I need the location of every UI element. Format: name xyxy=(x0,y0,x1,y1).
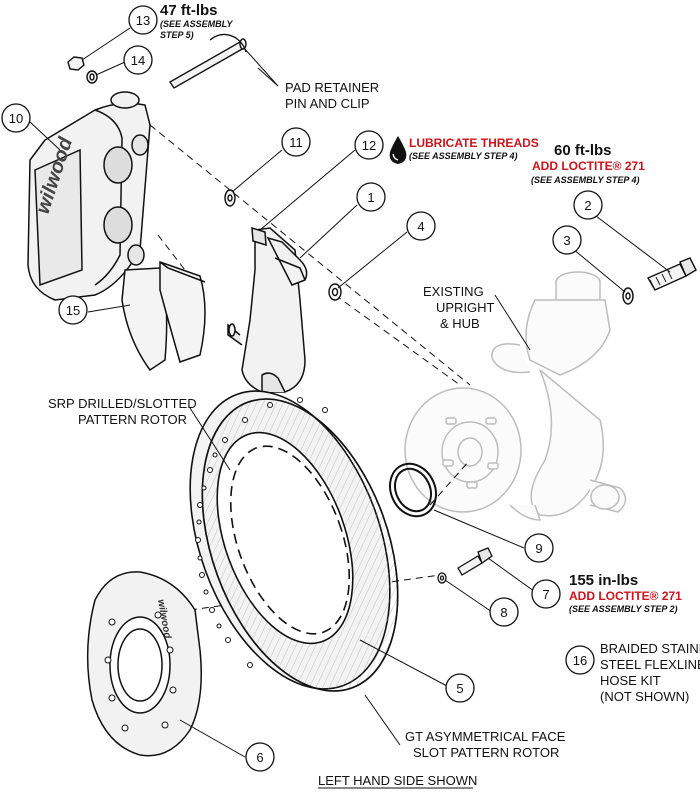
callout-15: 15 xyxy=(66,303,80,318)
lubricate-step4-note: (SEE ASSEMBLY STEP 4) xyxy=(409,151,518,161)
callout-8: 8 xyxy=(500,605,507,620)
gt-rotor-label-line2: SLOT PATTERN ROTOR xyxy=(413,745,560,760)
callout-2: 2 xyxy=(584,198,591,213)
o-ring xyxy=(389,462,437,518)
callout-6: 6 xyxy=(256,750,263,765)
caliper xyxy=(27,91,151,301)
existing-upright-line1: EXISTING xyxy=(423,284,484,299)
callout-circle-10 xyxy=(1,103,31,133)
callout-circle-12 xyxy=(354,130,384,160)
callout-16: 16 xyxy=(573,653,587,668)
lubricate-threads-label: LUBRICATE THREADS xyxy=(409,136,539,150)
flexline-label-line4: (NOT SHOWN) xyxy=(600,689,690,704)
srp-rotor-label-line2: PATTERN ROTOR xyxy=(78,412,188,427)
flexline-label-line2: STEEL FLEXLINE xyxy=(600,657,700,672)
pad-retainer-pin xyxy=(169,33,247,89)
callout-circle-9 xyxy=(524,533,554,563)
loctite-60-label: ADD LOCTITE® 271 xyxy=(532,159,645,173)
callout-12: 12 xyxy=(362,138,376,153)
flexline-label-line1: BRAIDED STAINLESS xyxy=(600,641,700,656)
callout-5: 5 xyxy=(456,681,463,696)
torque-47-ftlbs: 47 ft-lbs xyxy=(160,2,218,19)
flexline-label-line3: HOSE KIT xyxy=(600,673,661,688)
loctite-155-label: ADD LOCTITE® 271 xyxy=(569,589,682,603)
pad-retainer-label-line2: PIN AND CLIP xyxy=(285,96,370,111)
callout-circle-14 xyxy=(123,45,153,75)
callout-1: 1 xyxy=(367,190,374,205)
rotor xyxy=(189,390,399,692)
hub-wheel-studs xyxy=(442,417,499,489)
callout-circle-7 xyxy=(531,579,561,609)
bridge-bolt-nut xyxy=(67,56,98,84)
srp-rotor-label-line1: SRP DRILLED/SLOTTED xyxy=(48,396,197,411)
rotor-bolt xyxy=(437,547,493,584)
callout-numbers: 13 14 10 11 12 1 4 2 3 15 9 7 8 16 5 6 xyxy=(9,13,592,765)
callout-14: 14 xyxy=(131,53,145,68)
step5-note-line2: STEP 5) xyxy=(160,30,194,40)
callout-circle-11 xyxy=(281,127,311,157)
step2-note: (SEE ASSEMBLY STEP 2) xyxy=(569,604,678,614)
mounting-bracket xyxy=(227,226,308,393)
callout-circle-2 xyxy=(573,190,603,220)
existing-upright-line3: & HUB xyxy=(440,316,480,331)
pad-retainer-label-line1: PAD RETAINER xyxy=(285,80,380,95)
callout-4: 4 xyxy=(417,219,424,234)
callout-circle-15 xyxy=(58,295,88,325)
brake-pads xyxy=(121,260,206,372)
rotor-drill-holes xyxy=(195,397,328,668)
callout-circle-13 xyxy=(128,5,158,35)
bracket-bolt xyxy=(622,257,697,305)
callout-13: 13 xyxy=(136,13,150,28)
callout-3: 3 xyxy=(563,233,570,248)
washer-11 xyxy=(224,189,236,207)
callout-circle-8 xyxy=(489,597,519,627)
step4-note: (SEE ASSEMBLY STEP 4) xyxy=(531,175,640,185)
step5-note-line1: (SEE ASSEMBLY xyxy=(160,19,233,29)
gt-rotor-label-line1: GT ASYMMETRICAL FACE xyxy=(405,729,566,744)
callout-circle-3 xyxy=(552,225,582,255)
hat-bolt-holes xyxy=(104,611,177,732)
callout-11: 11 xyxy=(289,135,303,150)
callout-circle-6 xyxy=(245,742,275,772)
callout-circle-5 xyxy=(445,673,475,703)
callout-10: 10 xyxy=(9,111,23,126)
leader-lines xyxy=(29,27,671,758)
footer-left-hand-side: LEFT HAND SIDE SHOWN xyxy=(318,773,478,788)
existing-upright-hub xyxy=(404,271,627,521)
callout-circle-4 xyxy=(406,211,436,241)
torque-155-inlbs: 155 in-lbs xyxy=(569,572,639,589)
existing-upright-line2: UPRIGHT xyxy=(436,300,495,315)
callout-9: 9 xyxy=(535,541,542,556)
callout-circle-16 xyxy=(565,645,595,675)
callout-circles xyxy=(1,5,603,772)
torque-60-ftlbs: 60 ft-lbs xyxy=(554,142,612,159)
callout-circle-1 xyxy=(356,182,386,212)
callout-7: 7 xyxy=(542,587,549,602)
rotor-hat xyxy=(86,571,202,757)
